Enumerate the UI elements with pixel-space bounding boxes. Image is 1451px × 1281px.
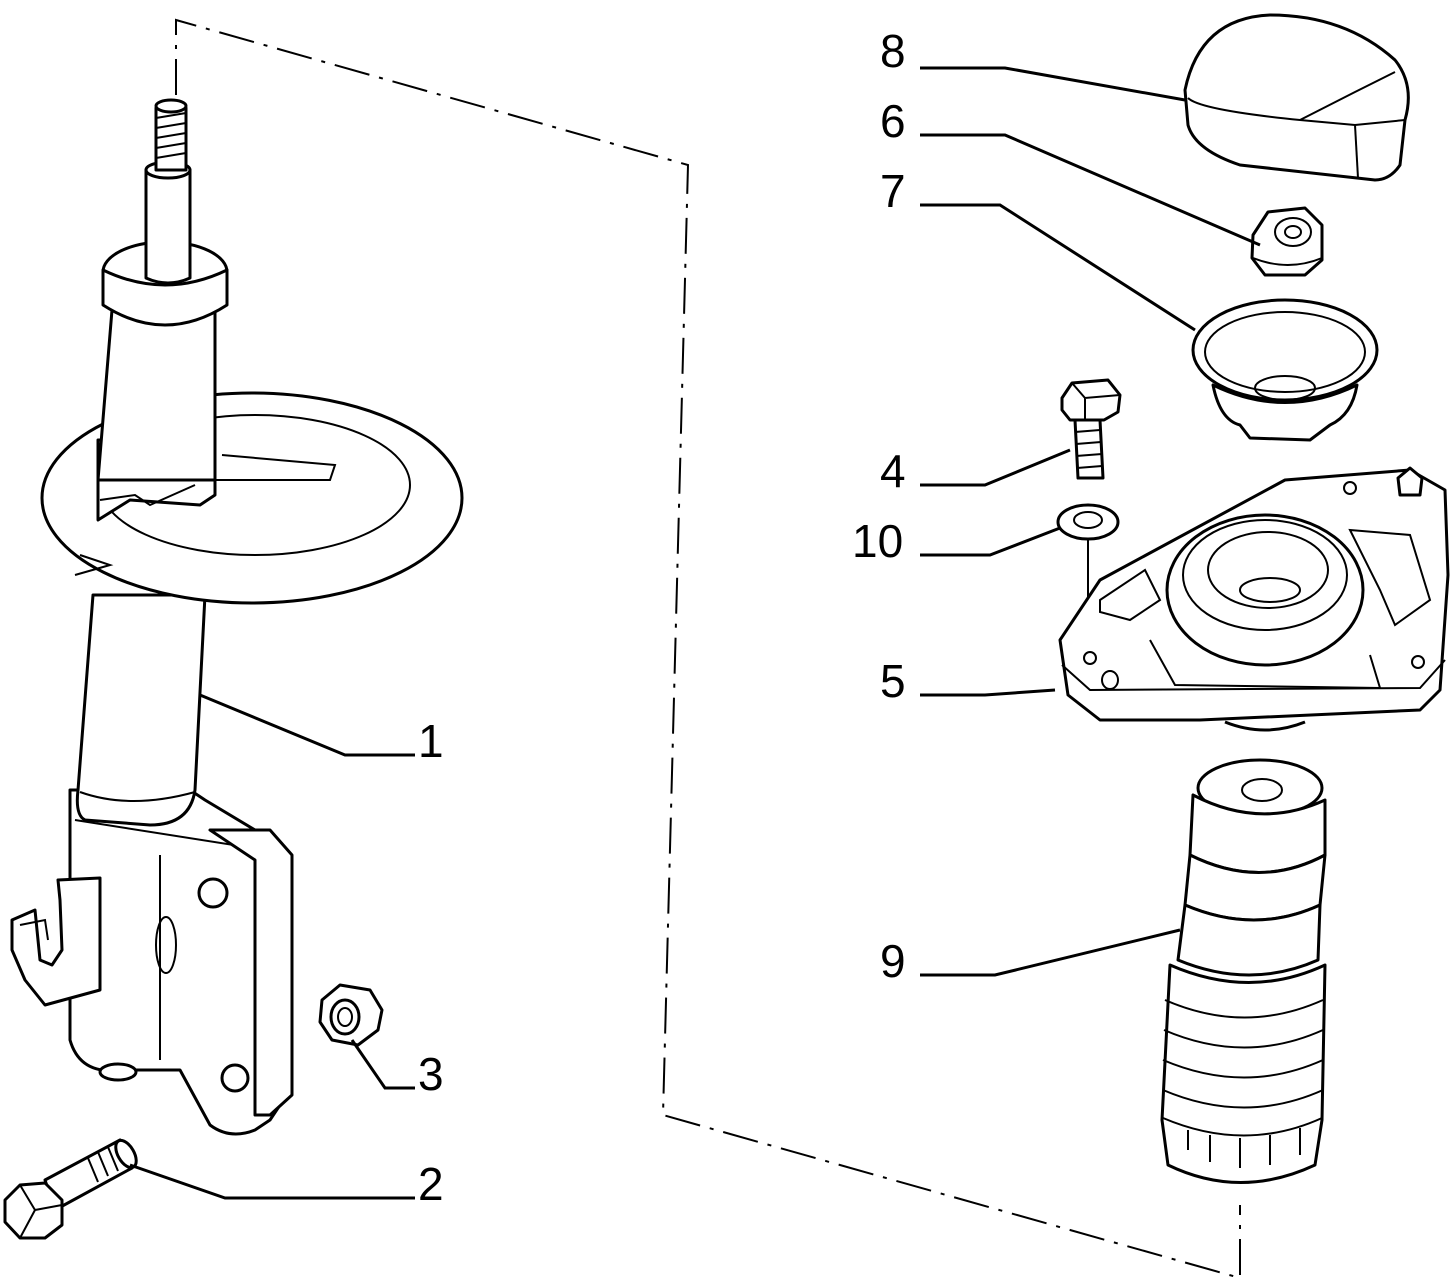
callout-2: 2: [418, 1158, 444, 1210]
leader-6: [920, 133, 1261, 247]
assembly-frame-line: [175, 18, 1241, 1280]
part-4-screw: [1060, 378, 1122, 480]
callout-labels: 1 2 3 4 5 6 7 8 9 10: [418, 25, 906, 1210]
callout-5: 5: [880, 655, 906, 707]
part-1-shock-absorber: [10, 98, 464, 1136]
part-2-bolt: [3, 1138, 138, 1240]
leader-5: [920, 688, 1056, 697]
part-8-dust-cap: [1183, 13, 1410, 182]
callout-6: 6: [880, 95, 906, 147]
leader-1: [199, 693, 415, 757]
callout-7: 7: [880, 165, 906, 217]
leader-2: [129, 1163, 415, 1200]
leader-7: [920, 203, 1196, 332]
callout-1: 1: [418, 715, 444, 767]
leader-lines: [129, 66, 1261, 1200]
leader-9: [920, 928, 1181, 977]
callout-10: 10: [852, 515, 903, 567]
part-7-bearing-cup: [1191, 298, 1379, 442]
part-9-bump-stop-boot: [1160, 758, 1327, 1184]
leader-8: [920, 66, 1186, 102]
callout-4: 4: [880, 445, 906, 497]
part-5-strut-mount: [1058, 466, 1450, 732]
callout-9: 9: [880, 935, 906, 987]
leader-10: [920, 526, 1061, 557]
part-6-top-nut: [1250, 206, 1324, 277]
callout-8: 8: [880, 25, 906, 77]
part-3-nut: [318, 983, 384, 1047]
callout-3: 3: [418, 1048, 444, 1100]
leader-4: [920, 448, 1071, 487]
leader-3: [350, 1039, 415, 1090]
